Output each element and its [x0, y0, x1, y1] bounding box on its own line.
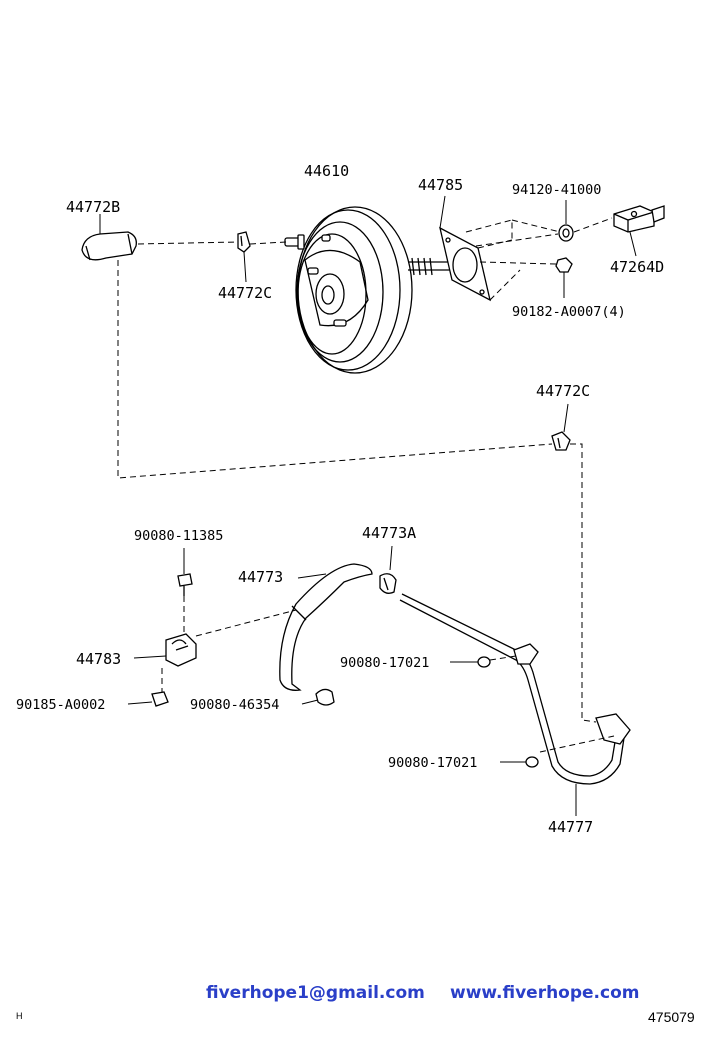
label-44783: 44783 [76, 650, 121, 668]
clip-44772c-top [237, 231, 251, 283]
label-90182-a0007: 90182-A0007(4) [512, 304, 626, 320]
label-44772c-mid: 44772C [536, 382, 590, 400]
hose-44773 [279, 563, 373, 691]
clip-90080-17021-a [450, 656, 491, 668]
pipe-44777 [399, 593, 631, 816]
label-90080-17021-b: 90080-17021 [388, 755, 477, 771]
label-44785: 44785 [418, 176, 463, 194]
label-44777: 44777 [548, 818, 593, 836]
clip-90080-17021-b [500, 756, 539, 768]
clamp-44773a [379, 545, 397, 594]
label-94120-41000: 94120-41000 [512, 182, 601, 198]
label-44610: 44610 [304, 162, 349, 180]
footer-email[interactable]: fiverhope1@gmail.com [206, 983, 425, 1003]
label-44773: 44773 [238, 568, 283, 586]
label-47264d: 47264D [610, 258, 664, 276]
clip-44772c-mid [551, 403, 571, 451]
label-90080-46354: 90080-46354 [190, 697, 279, 713]
bolt-90080-11385 [177, 548, 193, 596]
corner-mark: H [16, 1011, 23, 1021]
bracket-47264d [613, 205, 665, 257]
label-90080-11385: 90080-11385 [134, 528, 223, 544]
clip-90185 [127, 691, 169, 707]
footer-website-link[interactable]: www.fiverhope.com [450, 983, 640, 1003]
hose-44772b [81, 214, 137, 261]
label-90185-a0002: 90185-A0002 [16, 697, 105, 713]
gasket-44785 [439, 195, 491, 302]
label-44773a: 44773A [362, 524, 416, 542]
nut-94120 [558, 200, 574, 242]
label-90080-17021-a: 90080-17021 [340, 655, 429, 671]
brake-booster [284, 206, 470, 374]
clip-90080-46354 [301, 688, 335, 706]
label-44772b: 44772B [66, 198, 120, 216]
diagram-ref-code: 475079 [648, 1009, 695, 1025]
bracket-44783 [133, 633, 197, 667]
nut-90182 [555, 257, 573, 298]
label-44772c-top: 44772C [218, 284, 272, 302]
